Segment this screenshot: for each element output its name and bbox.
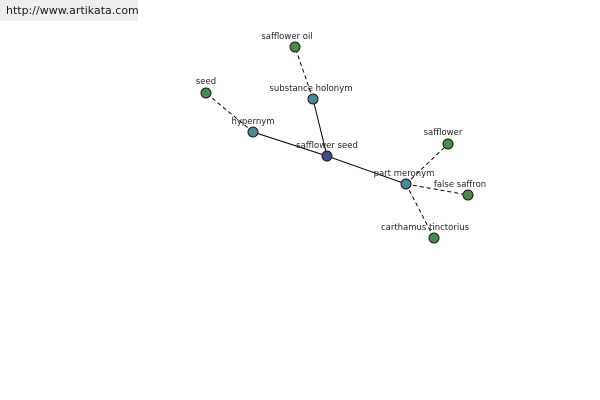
edge-hypernym-to-seed (205, 92, 254, 133)
node-marker-safflower[interactable] (442, 138, 454, 150)
node-label-safflower: safflower (424, 128, 463, 138)
edge-substance-holonym-to-safflower-oil (294, 46, 314, 100)
node-substance-holonym[interactable]: substance holonym (269, 84, 353, 105)
edges-layer (205, 46, 469, 239)
edge-safflower-seed-to-substance-holonym (312, 98, 328, 157)
node-label-substance-holonym: substance holonym (269, 84, 352, 94)
node-label-safflower-oil: safflower oil (261, 32, 312, 42)
node-label-carthamus-tinctorius: carthamus tinctorius (381, 223, 470, 233)
node-marker-safflower-seed[interactable] (321, 150, 333, 162)
edge-safflower-seed-to-hypernym (252, 131, 328, 157)
node-safflower[interactable]: safflower (424, 128, 463, 150)
node-safflower-oil[interactable]: safflower oil (261, 32, 313, 53)
node-marker-hypernym[interactable] (247, 126, 259, 138)
node-marker-carthamus-tinctorius[interactable] (428, 232, 440, 244)
edge-safflower-seed-to-part-meronym (326, 155, 407, 185)
node-hypernym[interactable]: hypernym (231, 117, 275, 138)
node-label-seed: seed (196, 77, 216, 87)
node-label-hypernym: hypernym (231, 117, 274, 127)
node-carthamus-tinctorius[interactable]: carthamus tinctorius (381, 223, 470, 244)
node-part-meronym[interactable]: part meronym (374, 169, 435, 190)
node-marker-false-saffron[interactable] (462, 189, 474, 201)
node-false-saffron[interactable]: false saffron (434, 180, 486, 201)
nodes-layer: safflower seed substance holonym hypernym p… (196, 32, 486, 244)
node-label-part-meronym: part meronym (374, 169, 435, 179)
node-marker-part-meronym[interactable] (400, 178, 412, 190)
edge-part-meronym-to-safflower (405, 143, 449, 185)
node-label-false-saffron: false saffron (434, 180, 486, 190)
node-marker-seed[interactable] (200, 87, 212, 99)
watermark-url: http://www.artikata.com (0, 0, 139, 21)
node-marker-substance-holonym[interactable] (307, 93, 319, 105)
node-safflower-seed[interactable]: safflower seed (296, 141, 358, 162)
node-marker-safflower-oil[interactable] (289, 41, 301, 53)
node-label-safflower-seed: safflower seed (296, 141, 358, 151)
edge-part-meronym-to-carthamus-tinctorius (405, 183, 435, 239)
node-seed[interactable]: seed (196, 77, 216, 99)
edge-part-meronym-to-false-saffron (405, 183, 469, 196)
